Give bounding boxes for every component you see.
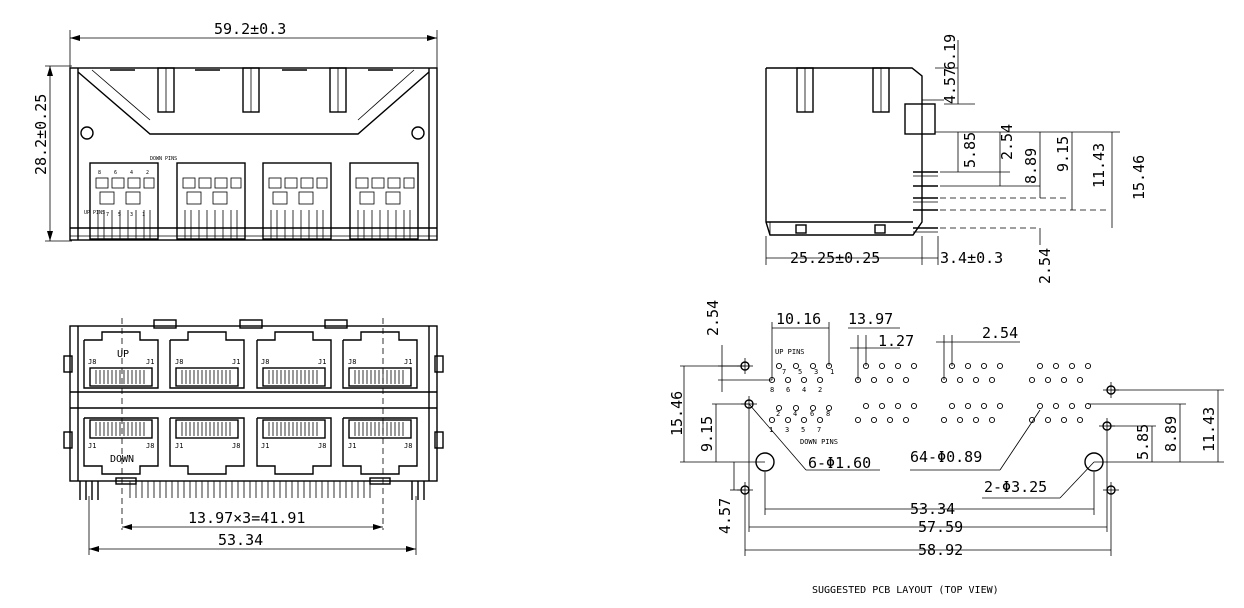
svg-text:7: 7 — [782, 368, 786, 376]
svg-text:6: 6 — [810, 410, 814, 418]
pcb-right-dim-11-43: 11.43 — [1200, 407, 1218, 452]
svg-text:2: 2 — [146, 170, 149, 176]
svg-text:J1: J1 — [175, 442, 183, 450]
pin-hole-grid — [768, 362, 1092, 424]
svg-text:J1: J1 — [404, 358, 412, 366]
svg-text:6: 6 — [114, 170, 117, 176]
side-dim-8-89: 8.89 — [1022, 148, 1040, 184]
svg-text:4: 4 — [130, 170, 133, 176]
side-dim-6-19: 6.19 — [941, 34, 959, 70]
svg-text:8: 8 — [770, 386, 774, 394]
bottom-pins — [79, 477, 425, 500]
svg-text:J1: J1 — [348, 442, 356, 450]
front-down-pins-label: DOWN PINS — [150, 156, 177, 162]
pcb-bottom-dim-58-92: 58.92 — [918, 541, 963, 559]
svg-text:J1: J1 — [261, 442, 269, 450]
svg-text:J8: J8 — [404, 442, 412, 450]
svg-text:2: 2 — [776, 410, 780, 418]
front-up-pins-label: UP PINS — [84, 210, 105, 216]
pcb-left-dim-15-46: 15.46 — [668, 391, 686, 436]
down-label: DOWN — [110, 454, 134, 465]
port-width-dim: 53.34 — [218, 531, 263, 549]
pcb-left-dim-2-54: 2.54 — [704, 300, 722, 336]
pcb-pin-numbers: 7 5 3 1 8 6 4 2 2 4 6 8 1 3 5 7 — [769, 368, 834, 434]
svg-text:5: 5 — [801, 426, 805, 434]
upper-ports — [83, 331, 418, 389]
side-length-dim: 25.25±0.25 — [790, 249, 880, 267]
pcb-right-dim-5-85: 5.85 — [1134, 424, 1152, 460]
svg-text:1: 1 — [142, 212, 145, 218]
side-dim-15-46: 15.46 — [1130, 155, 1148, 200]
lower-ports — [83, 417, 418, 475]
pcb-hole-small-label: 6-Φ1.60 — [808, 454, 871, 472]
svg-text:3: 3 — [785, 426, 789, 434]
pcb-dim-1-27: 1.27 — [878, 332, 914, 350]
svg-text:7: 7 — [817, 426, 821, 434]
svg-text:J8: J8 — [146, 442, 154, 450]
svg-text:J1: J1 — [232, 358, 240, 366]
svg-text:J8: J8 — [318, 442, 326, 450]
side-dim-5-85: 5.85 — [961, 132, 979, 168]
svg-text:6: 6 — [786, 386, 790, 394]
port-pitch-dim: 13.97×3=41.91 — [188, 509, 305, 527]
svg-text:8: 8 — [826, 410, 830, 418]
pcb-dim-10-16: 10.16 — [776, 310, 821, 328]
svg-text:J8: J8 — [261, 358, 269, 366]
pcb-dim-2-54: 2.54 — [982, 324, 1018, 342]
svg-text:J8: J8 — [348, 358, 356, 366]
svg-text:J1: J1 — [318, 358, 326, 366]
pcb-caption: SUGGESTED PCB LAYOUT (TOP VIEW) — [812, 585, 999, 596]
svg-text:1: 1 — [830, 368, 834, 376]
pcb-bottom-dim-57-59: 57.59 — [918, 518, 963, 536]
upper-contacts — [95, 370, 404, 384]
svg-text:4: 4 — [793, 410, 797, 418]
pcb-hole-large-label: 2-Φ3.25 — [984, 478, 1047, 496]
pcb-hole-pins-label: 64-Φ0.89 — [910, 448, 982, 466]
side-dim-2-54-bottom: 2.54 — [1036, 248, 1054, 284]
pcb-bottom-dim-53-34: 53.34 — [910, 500, 955, 518]
svg-text:J1: J1 — [146, 358, 154, 366]
side-pin-length-dim: 3.4±0.3 — [940, 249, 1003, 267]
svg-text:5: 5 — [798, 368, 802, 376]
up-label: UP — [117, 349, 129, 360]
svg-text:2: 2 — [818, 386, 822, 394]
front-height-dim: 28.2±0.25 — [32, 94, 50, 175]
svg-text:4: 4 — [802, 386, 806, 394]
front-pin-numbers: 8 6 4 2 7 5 3 1 — [98, 170, 149, 218]
side-dim-4-57: 4.57 — [941, 68, 959, 104]
side-dim-9-15: 9.15 — [1054, 136, 1072, 172]
port-view: UP DOWN J8 J1 J8 J1 J8 J1 J8 J1 J1 J8 J1… — [63, 318, 444, 555]
pcb-left-dim-9-15: 9.15 — [698, 416, 716, 452]
svg-text:3: 3 — [814, 368, 818, 376]
side-dim-2-54: 2.54 — [998, 124, 1016, 160]
pcb-up-pins-label: UP PINS — [775, 348, 805, 356]
front-view: 59.2±0.3 28.2±0.25 — [32, 20, 438, 242]
svg-text:J8: J8 — [88, 358, 96, 366]
svg-text:3: 3 — [130, 212, 133, 218]
svg-text:J8: J8 — [175, 358, 183, 366]
pcb-left-dim-4-57: 4.57 — [716, 498, 734, 534]
svg-text:J1: J1 — [88, 442, 96, 450]
svg-text:7: 7 — [106, 212, 109, 218]
front-width-dim: 59.2±0.3 — [214, 20, 286, 38]
svg-text:8: 8 — [98, 170, 101, 176]
side-view: 6.19 4.57 2.54 5.85 8.89 9.15 11.43 15.4… — [765, 34, 1148, 284]
svg-text:5: 5 — [118, 212, 121, 218]
pcb-right-dim-8-89: 8.89 — [1162, 416, 1180, 452]
pcb-down-pins-label: DOWN PINS — [800, 438, 838, 446]
side-dim-11-43: 11.43 — [1090, 143, 1108, 188]
svg-text:J8: J8 — [232, 442, 240, 450]
pcb-layout: 10.16 13.97 1.27 2.54 2.54 15.46 9.15 4.… — [668, 300, 1224, 596]
pcb-dim-13-97: 13.97 — [848, 310, 893, 328]
front-pin-blocks — [89, 162, 419, 240]
